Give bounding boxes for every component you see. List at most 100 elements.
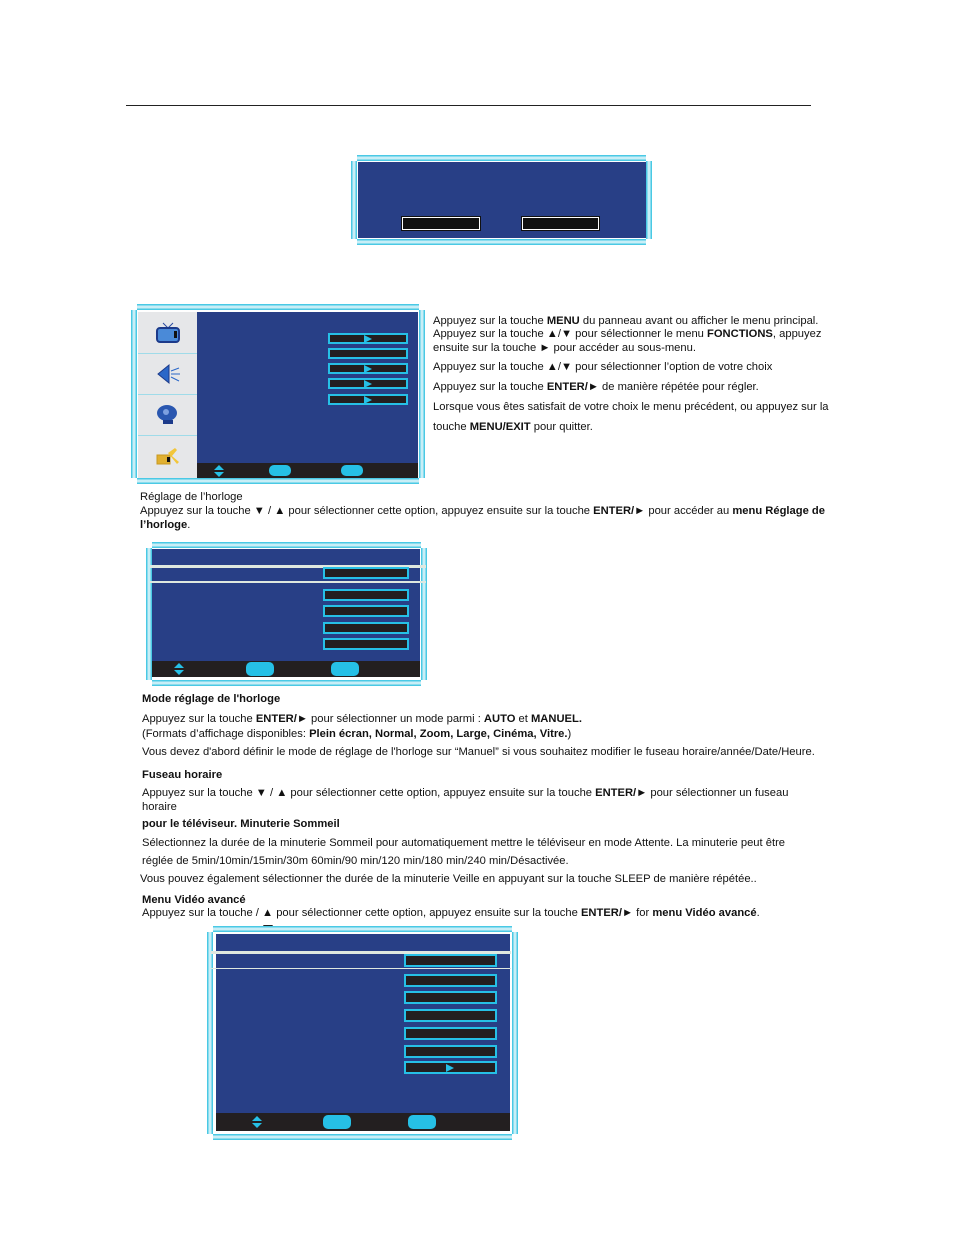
- arrow-right-icon: [364, 379, 373, 388]
- bold-text: ENTER/►: [255, 713, 308, 725]
- arrow-right-icon: [364, 364, 373, 373]
- text: Appuyez sur la touche: [433, 315, 547, 327]
- text: Appuyez sur la touche ▼ / ▲ pour sélecti…: [140, 505, 594, 517]
- setting-field[interactable]: [328, 348, 408, 359]
- bold-text: ENTER/►: [546, 381, 599, 393]
- text: Appuyez sur la touche: [142, 713, 256, 725]
- setting-field[interactable]: [328, 378, 408, 389]
- setting-field[interactable]: [328, 394, 408, 405]
- video-setting-field[interactable]: [404, 1061, 497, 1074]
- text: Appuyez sur la touche ▼ / ▲ pour sélecti…: [142, 787, 596, 799]
- up-down-arrows-icon: [214, 465, 224, 477]
- menu-hint-bar: [216, 1113, 510, 1131]
- text: Lorsque vous êtes satisfait de votre cho…: [433, 401, 829, 413]
- text-line: Appuyez sur la touche ENTER/► pour sélec…: [142, 713, 582, 727]
- text: Vous pouvez également sélectionner the d…: [140, 873, 757, 885]
- text: ensuite sur la touche ► pour accéder au …: [433, 342, 696, 354]
- time-field[interactable]: [323, 638, 409, 650]
- up-down-arrows-icon: [174, 663, 184, 675]
- text: Appuyez sur la touche: [433, 381, 547, 393]
- video-setting-field[interactable]: [404, 1009, 497, 1022]
- text: pour accéder au: [645, 505, 733, 517]
- clock-mode-field[interactable]: [323, 567, 409, 579]
- bold-text: Fuseau horaire: [142, 769, 223, 781]
- dialog-button-2[interactable]: [521, 216, 600, 231]
- video-setting-field[interactable]: [404, 974, 497, 987]
- text-line: (Formats d’affichage disponibles: Plein …: [142, 728, 571, 742]
- satellite-dish-icon[interactable]: [138, 394, 197, 436]
- bold-text: ENTER/►: [595, 787, 648, 799]
- text: ): [567, 728, 572, 740]
- clock-menu-screen: [146, 542, 427, 686]
- functions-menu-screen: [131, 304, 425, 484]
- menu-sidebar: [138, 312, 197, 478]
- date-field[interactable]: [323, 622, 409, 634]
- text-line: Appuyez sur la touche ▼ / ▲ pour sélecti…: [140, 505, 825, 519]
- bold-text: Mode réglage de l'horloge: [142, 693, 281, 705]
- time-zone-field[interactable]: [323, 589, 409, 601]
- text-line: Fuseau horaire: [142, 769, 222, 783]
- menu-hint-bar: [197, 463, 418, 478]
- text: et: [515, 713, 531, 725]
- text: Appuyez sur la touche / ▲ pour sélection…: [142, 907, 581, 919]
- text: réglée de 5min/10min/15min/30m 60min/90 …: [142, 855, 569, 867]
- text: .: [187, 519, 191, 531]
- text: (Formats d’affichage disponibles:: [142, 728, 310, 740]
- text-line: Vous devez d'abord définir le mode de ré…: [142, 746, 815, 760]
- setting-field[interactable]: [328, 333, 408, 344]
- year-field[interactable]: [323, 605, 409, 617]
- bold-text: menu Réglage de: [732, 505, 825, 517]
- wrench-functions-icon[interactable]: [138, 435, 197, 476]
- text-line: Mode réglage de l'horloge: [142, 693, 280, 707]
- hint-button: [331, 662, 359, 676]
- up-down-arrows-icon: [252, 1116, 262, 1128]
- text-line: ensuite sur la touche ► pour accéder au …: [433, 342, 696, 356]
- bold-text: l’horloge: [140, 519, 188, 531]
- bold-text: MENU/EXIT: [469, 421, 531, 433]
- text-line: Appuyez sur la touche ▼ / ▲ pour sélecti…: [142, 787, 788, 801]
- video-setting-field[interactable]: [404, 1027, 497, 1040]
- bold-text: Menu Vidéo avancé: [142, 894, 246, 906]
- video-setting-field[interactable]: [404, 954, 497, 967]
- bold-text: ENTER/►: [593, 505, 646, 517]
- bold-text: Plein écran, Normal, Zoom, Large, Cinéma…: [309, 728, 568, 740]
- arrow-right-icon: [364, 395, 373, 404]
- text: du panneau avant ou afficher le menu pri…: [579, 315, 819, 327]
- menu-hint-bar: [152, 661, 420, 677]
- text: Réglage de l’horloge: [140, 491, 243, 503]
- text: .: [756, 907, 760, 919]
- bold-text: FONCTIONS: [707, 328, 773, 340]
- advanced-video-menu-screen: [207, 926, 518, 1140]
- video-setting-field[interactable]: [404, 991, 497, 1004]
- hint-button: [323, 1115, 351, 1129]
- speaker-sound-icon[interactable]: [138, 353, 197, 395]
- text-line: Lorsque vous êtes satisfait de votre cho…: [433, 401, 829, 415]
- text-line: Appuyez sur la touche ▲/▼ pour sélection…: [433, 361, 772, 375]
- text: Vous devez d'abord définir le mode de ré…: [142, 746, 815, 758]
- text-line: Appuyez sur la touche MENU du panneau av…: [433, 315, 818, 329]
- text: pour sélectionner un mode parmi :: [307, 713, 484, 725]
- tv-picture-icon[interactable]: [138, 312, 197, 354]
- bold-text: MANUEL.: [530, 713, 582, 725]
- text-line: Sélectionnez la durée de la minuterie So…: [142, 837, 785, 851]
- text-line: Menu Vidéo avancé: [142, 894, 246, 908]
- hint-button: [246, 662, 274, 676]
- text-line: l’horloge.: [140, 519, 190, 533]
- header-rule: [126, 105, 811, 106]
- text: Appuyez sur la touche ▲/▼ pour sélection…: [433, 328, 708, 340]
- text-line: Appuyez sur la touche ▲/▼ pour sélection…: [433, 328, 821, 342]
- text: de manière répétée pour régler.: [598, 381, 759, 393]
- video-setting-field[interactable]: [404, 1045, 497, 1058]
- hint-button: [341, 465, 363, 476]
- text-line: Appuyez sur la touche ENTER/► de manière…: [433, 381, 759, 395]
- bold-text: MENU: [546, 315, 580, 327]
- text-line: Vous pouvez également sélectionner the d…: [140, 873, 757, 887]
- dialog-button-1[interactable]: [401, 216, 481, 231]
- text: touche: [433, 421, 470, 433]
- setting-field[interactable]: [328, 363, 408, 374]
- text: pour sélectionner un fuseau: [647, 787, 789, 799]
- hint-button: [408, 1115, 436, 1129]
- bold-text: ENTER/►: [580, 907, 634, 919]
- text: for: [633, 907, 653, 919]
